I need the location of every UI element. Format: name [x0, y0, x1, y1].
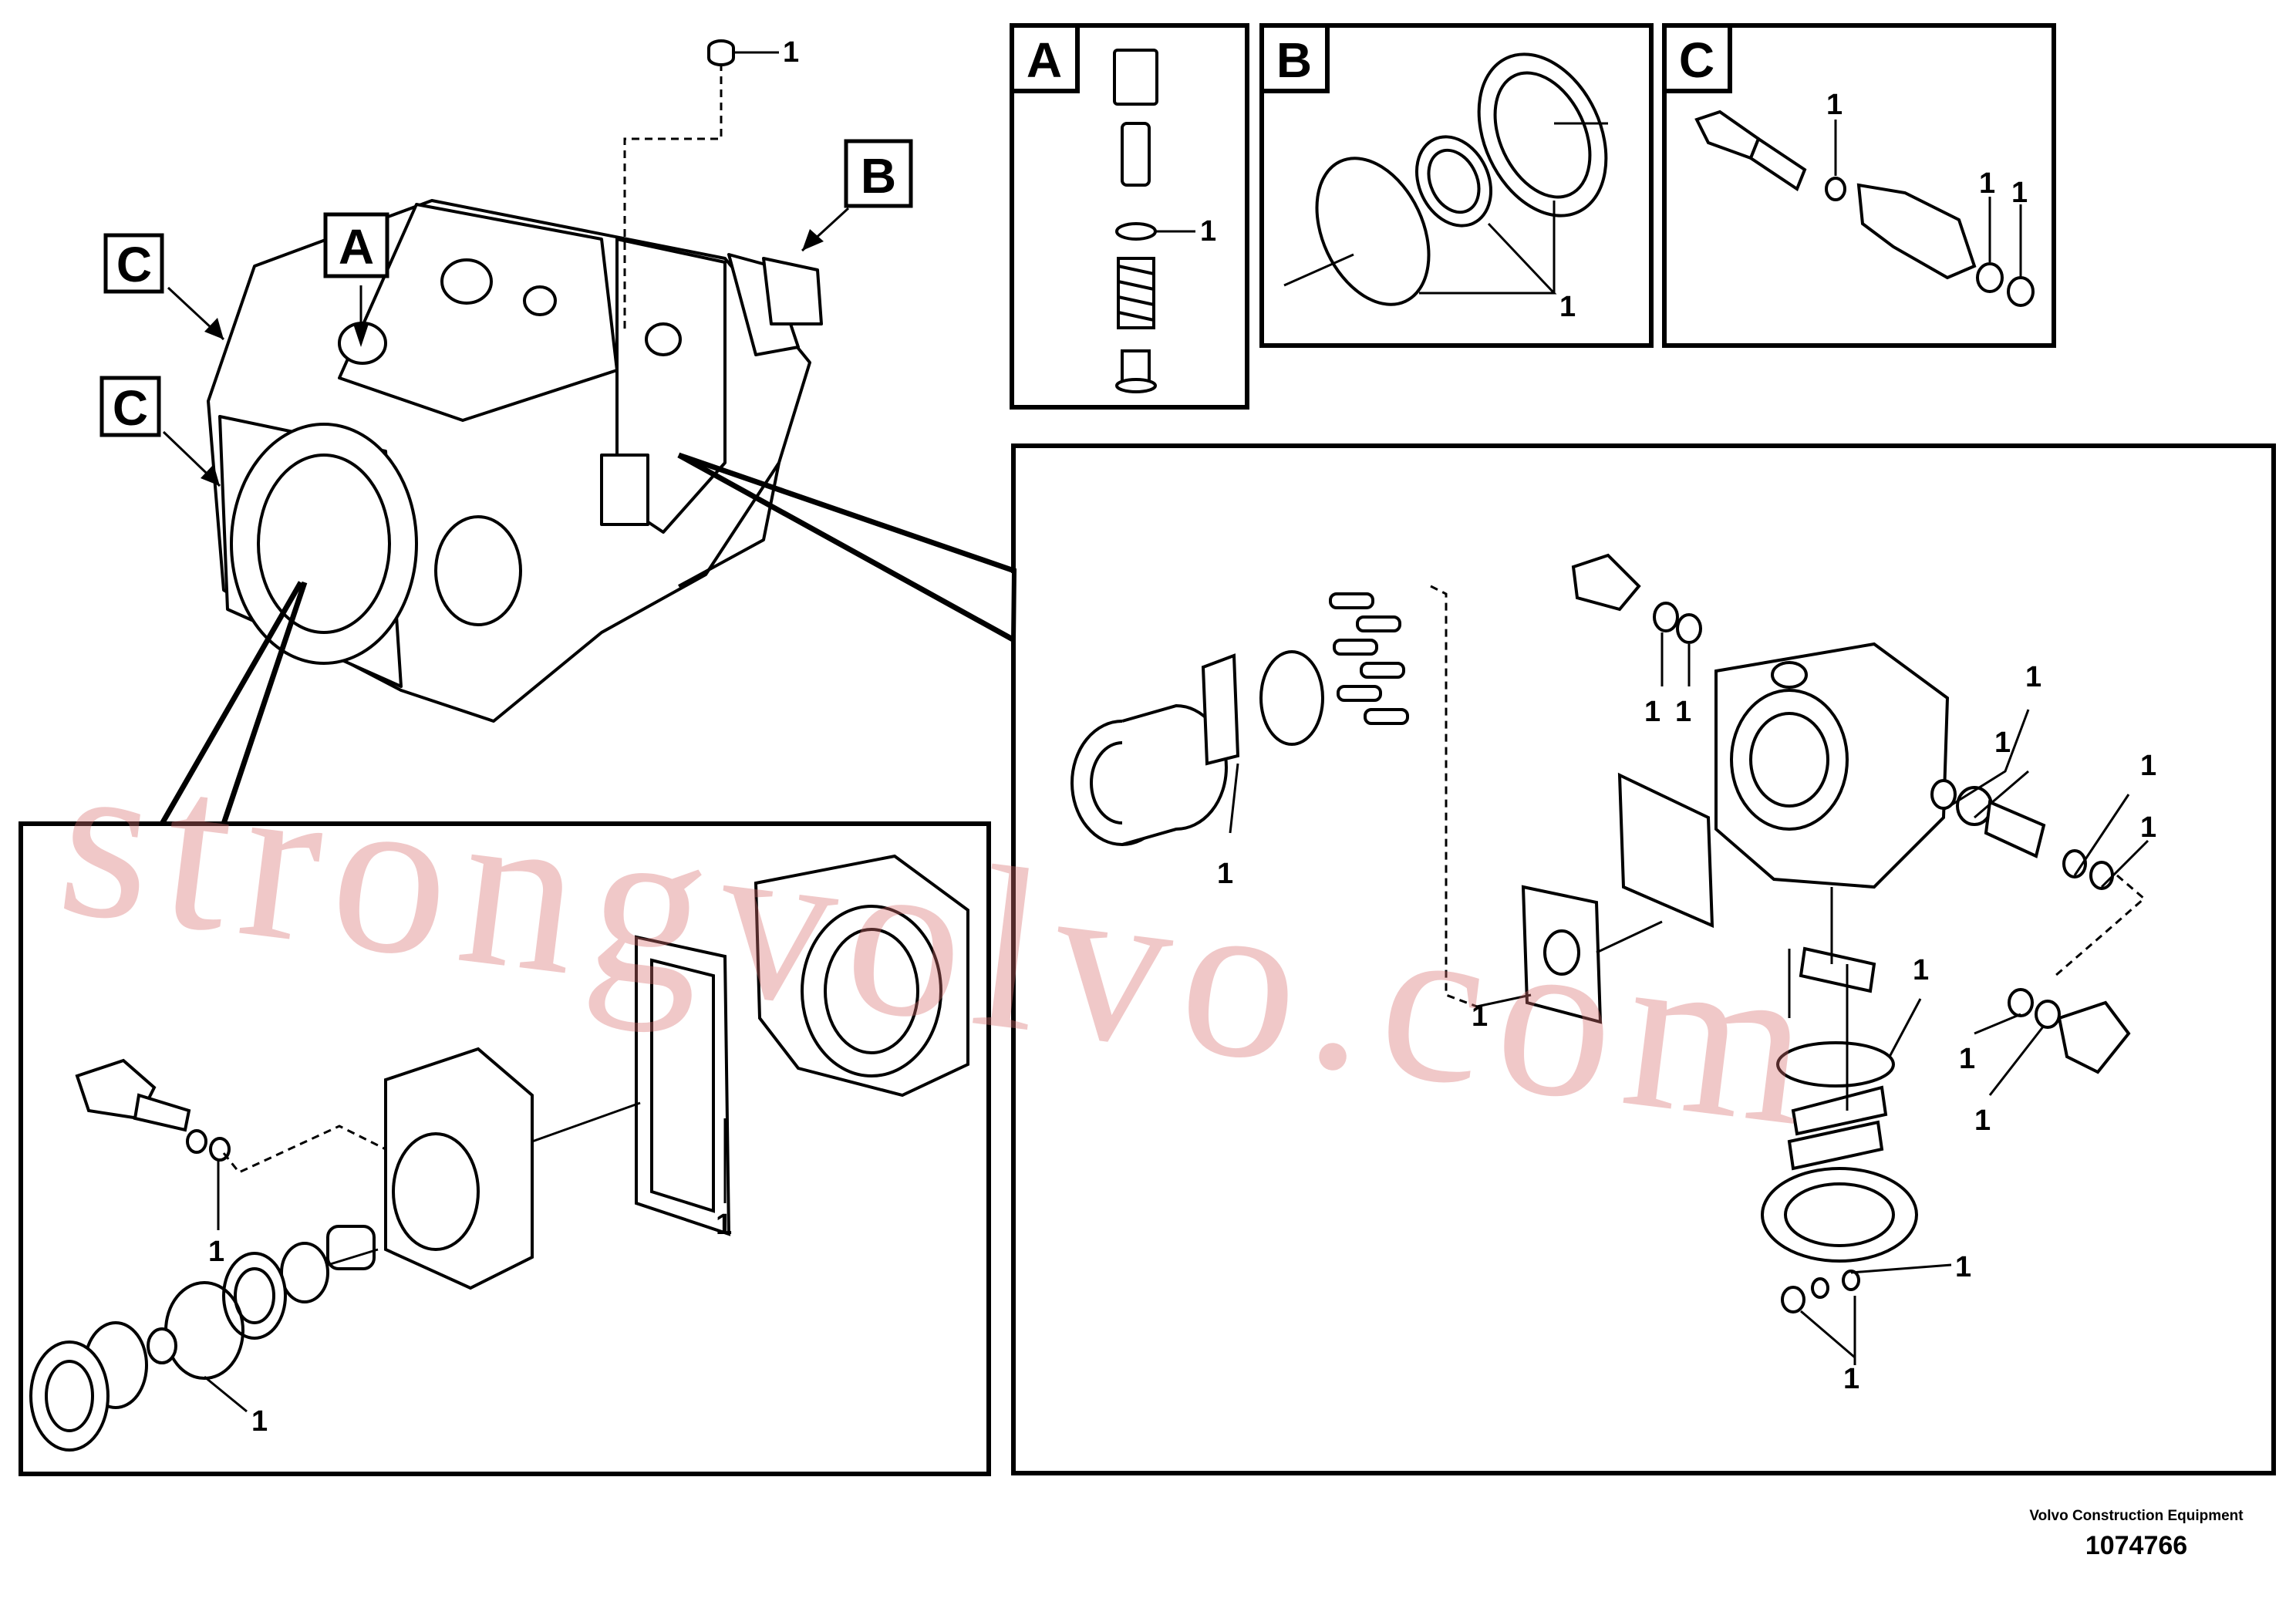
- detail-a-panel: A 1: [1010, 23, 1249, 410]
- svg-text:C: C: [113, 380, 148, 436]
- arrowheads: [201, 229, 824, 486]
- callout-detail-a: 1: [1200, 215, 1216, 248]
- callout-lr-13: 1: [1472, 1000, 1488, 1033]
- callout-top-plug: 1: [783, 36, 799, 69]
- main-pump-assembly: [207, 199, 823, 723]
- footer: Volvo Construction Equipment 1074766: [2005, 1507, 2267, 1561]
- main-label-a: A: [323, 212, 389, 278]
- callout-ll-3: 1: [251, 1405, 268, 1438]
- callout-lr-3: 1: [1675, 696, 1691, 728]
- callout-lr-12: 1: [1843, 1363, 1859, 1395]
- callout-lr-4: 1: [2025, 661, 2041, 693]
- callout-ll-1: 1: [208, 1236, 224, 1268]
- svg-text:B: B: [1276, 32, 1312, 88]
- svg-text:A: A: [339, 219, 374, 275]
- callout-detail-b: 1: [1559, 291, 1576, 323]
- callout-lr-6: 1: [2140, 750, 2156, 782]
- callout-ll-2: 1: [716, 1209, 732, 1241]
- main-label-c-upper: C: [103, 233, 164, 294]
- callout-lr-8: 1: [1913, 954, 1929, 986]
- svg-text:C: C: [1679, 32, 1714, 88]
- detail-b-panel: B 1: [1259, 23, 1654, 348]
- lower-right-panel: 1 1 1 1 1 1 1 1 1 1 1 1 1: [1011, 443, 2276, 1475]
- callout-lr-1: 1: [1217, 858, 1233, 890]
- callout-detail-c-1: 1: [1826, 89, 1843, 121]
- lower-left-panel: 1 1 1: [19, 821, 991, 1476]
- callout-lr-10: 1: [1974, 1104, 1991, 1137]
- svg-text:A: A: [1027, 32, 1062, 88]
- callout-detail-c-2: 1: [1979, 167, 1995, 200]
- document-number: 1074766: [2085, 1531, 2188, 1560]
- svg-text:B: B: [861, 148, 896, 204]
- callout-lr-5: 1: [1994, 727, 2011, 759]
- callout-detail-c-3: 1: [2011, 177, 2028, 209]
- main-label-b: B: [844, 139, 913, 208]
- callout-lr-9: 1: [1959, 1043, 1975, 1075]
- callout-lr-11: 1: [1955, 1251, 1971, 1283]
- top-plug-part: [707, 39, 735, 66]
- svg-text:C: C: [116, 237, 152, 292]
- callout-lr-2: 1: [1644, 696, 1660, 728]
- detail-c-panel: C 1 1 1: [1662, 23, 2056, 348]
- company-name: Volvo Construction Equipment: [2029, 1508, 2244, 1524]
- main-label-c-lower: C: [99, 376, 161, 437]
- watermark-text: strongvolvo.com: [48, 706, 1836, 1176]
- callout-lr-7: 1: [2140, 811, 2156, 844]
